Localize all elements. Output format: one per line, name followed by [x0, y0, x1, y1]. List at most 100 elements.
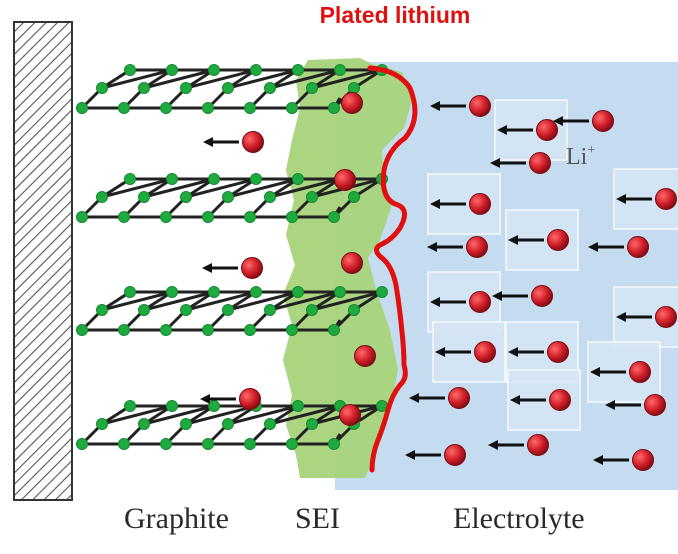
li-ion: [505, 209, 579, 271]
carbon-atom: [306, 82, 318, 94]
plated-lithium-line: [367, 65, 418, 473]
plated-lithium-title: Plated lithium: [319, 2, 471, 28]
carbon-atom: [264, 418, 276, 430]
carbon-atom: [328, 438, 340, 450]
carbon-atom: [138, 418, 150, 430]
carbon-atom: [250, 286, 262, 298]
intercalating-li-ions: [200, 131, 264, 410]
carbon-atom: [96, 82, 108, 94]
carbon-atom: [286, 438, 298, 450]
carbon-atom: [222, 418, 234, 430]
li-ion: [432, 321, 506, 383]
carbon-atom: [286, 324, 298, 336]
carbon-atom: [180, 418, 192, 430]
carbon-atom: [292, 400, 304, 412]
carbon-atom: [96, 191, 108, 203]
carbon-atom: [76, 211, 88, 223]
li-ion: [200, 388, 261, 410]
carbon-atom: [96, 304, 108, 316]
li-ion: [427, 236, 488, 258]
carbon-atom: [222, 191, 234, 203]
li-ion: [605, 394, 666, 416]
li-ion: [341, 92, 363, 114]
carbon-atom: [264, 304, 276, 316]
li-ion-label: Li+: [566, 143, 595, 170]
carbon-atom: [76, 324, 88, 336]
carbon-atom: [222, 82, 234, 94]
li-ion: [587, 341, 661, 403]
carbon-atom: [166, 173, 178, 185]
graphite-layer: [76, 173, 388, 223]
li-ion: [553, 110, 614, 132]
carbon-atom: [96, 418, 108, 430]
carbon-atom: [180, 304, 192, 316]
carbon-atom: [160, 438, 172, 450]
carbon-atom: [222, 304, 234, 316]
carbon-atom: [180, 191, 192, 203]
li-ion: [409, 387, 470, 409]
graphite-layer: [76, 64, 388, 114]
sei-li-ions: [334, 92, 376, 426]
carbon-atom: [118, 438, 130, 450]
li-ion: [593, 449, 654, 471]
li-ion: [427, 173, 501, 235]
carbon-atom: [138, 82, 150, 94]
li-ion: [339, 404, 361, 426]
carbon-atom: [208, 400, 220, 412]
li-ion: [203, 131, 264, 153]
electrolyte-li-ions: [405, 95, 678, 471]
carbon-atom: [202, 102, 214, 114]
carbon-atom: [328, 102, 340, 114]
carbon-atom: [76, 102, 88, 114]
carbon-atom: [306, 418, 318, 430]
carbon-atom: [250, 173, 262, 185]
carbon-atom: [160, 324, 172, 336]
li-ion: [507, 369, 581, 431]
electrolyte-label: Electrolyte: [453, 502, 585, 535]
carbon-atom: [292, 286, 304, 298]
carbon-atom: [202, 438, 214, 450]
carbon-atom: [166, 400, 178, 412]
carbon-atom: [328, 324, 340, 336]
li-ion: [492, 285, 553, 307]
carbon-atom: [328, 211, 340, 223]
carbon-atom: [124, 173, 136, 185]
carbon-atom: [264, 82, 276, 94]
carbon-atom: [348, 191, 360, 203]
carbon-atom: [286, 102, 298, 114]
carbon-atom: [348, 304, 360, 316]
carbon-atom: [138, 191, 150, 203]
li-ion: [490, 152, 551, 174]
carbon-atom: [306, 304, 318, 316]
carbon-atom: [348, 82, 360, 94]
carbon-atom: [160, 102, 172, 114]
carbon-atom: [292, 64, 304, 76]
carbon-atom: [208, 286, 220, 298]
carbon-atom: [286, 211, 298, 223]
carbon-atom: [264, 191, 276, 203]
carbon-atom: [118, 324, 130, 336]
li-ion: [613, 168, 678, 230]
li-ion: [488, 434, 549, 456]
carbon-atom: [306, 191, 318, 203]
carbon-atom: [292, 173, 304, 185]
graphite-layer: [76, 286, 388, 336]
carbon-atom: [244, 102, 256, 114]
carbon-atom: [376, 286, 388, 298]
li-ion: [494, 99, 568, 161]
carbon-atom: [166, 286, 178, 298]
carbon-atom: [334, 286, 346, 298]
carbon-atom: [138, 304, 150, 316]
carbon-atom: [180, 82, 192, 94]
li-ion: [334, 169, 356, 191]
carbon-atom: [124, 286, 136, 298]
li-ion: [341, 252, 363, 274]
li-ion: [354, 345, 376, 367]
carbon-atom: [124, 400, 136, 412]
graphite-label: Graphite: [124, 502, 229, 535]
carbon-atom: [160, 211, 172, 223]
carbon-atom: [244, 438, 256, 450]
carbon-atom: [124, 64, 136, 76]
carbon-atom: [244, 324, 256, 336]
